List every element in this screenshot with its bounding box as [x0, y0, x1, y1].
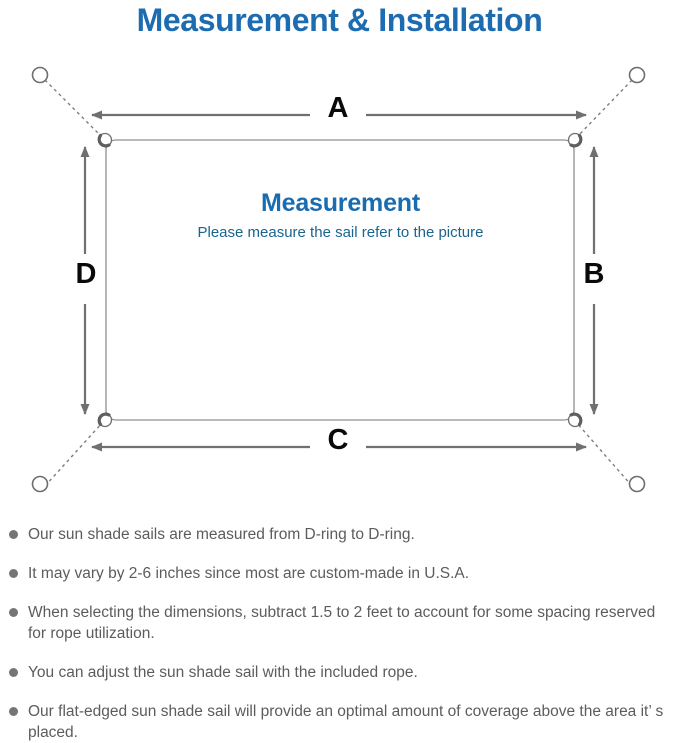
- dimension-label-b: B: [583, 258, 605, 290]
- note-item: Our sun shade sails are measured from D-…: [0, 524, 679, 545]
- bullet-icon: [9, 608, 18, 617]
- dimension-arrows: [80, 110, 599, 452]
- bullet-icon: [9, 668, 18, 677]
- page-title: Measurement & Installation: [136, 2, 543, 38]
- anchor-point-bottom-right: [628, 475, 646, 493]
- d-ring-top-left: [97, 132, 113, 148]
- rope-line-bottom-left: [44, 421, 104, 487]
- anchor-points: [31, 66, 646, 493]
- bullet-icon: [9, 569, 18, 578]
- anchor-point-bottom-left: [31, 475, 49, 493]
- note-text: It may vary by 2-6 inches since most are…: [28, 565, 470, 582]
- shade-sail-diagram: A B C D Measurement Please measure the s…: [0, 48, 679, 518]
- d-ring-bottom-left: [97, 412, 113, 428]
- note-text: Our flat-edged sun shade sail will provi…: [28, 703, 664, 741]
- note-item: Our flat-edged sun shade sail will provi…: [0, 701, 679, 743]
- note-text: You can adjust the sun shade sail with t…: [28, 664, 418, 681]
- d-ring-bottom-right: [567, 412, 583, 428]
- bullet-icon: [9, 530, 18, 539]
- note-item: You can adjust the sun shade sail with t…: [0, 662, 679, 683]
- diagram-svg: [31, 66, 646, 493]
- note-item: It may vary by 2-6 inches since most are…: [0, 563, 679, 584]
- dimension-label-d: D: [75, 258, 97, 290]
- rope-line-bottom-right: [575, 421, 633, 487]
- sail-heading: Measurement: [261, 189, 420, 217]
- anchor-point-top-left: [31, 66, 49, 84]
- note-text: Our sun shade sails are measured from D-…: [28, 526, 415, 543]
- rope-line-top-right: [575, 79, 633, 139]
- note-text: When selecting the dimensions, subtract …: [28, 604, 656, 642]
- sail-body: [105, 139, 575, 421]
- sail-interior-text: Measurement Please measure the sail refe…: [107, 188, 574, 244]
- dimension-label-a: A: [327, 92, 349, 124]
- rope-line-top-left: [44, 79, 104, 139]
- note-item: When selecting the dimensions, subtract …: [0, 602, 679, 644]
- d-ring-top-right: [567, 132, 583, 148]
- dimension-label-c: C: [327, 424, 349, 456]
- d-rings: [97, 132, 583, 428]
- notes-list: Our sun shade sails are measured from D-…: [0, 524, 679, 743]
- sail-subtitle: Please measure the sail refer to the pic…: [197, 224, 484, 241]
- rope-lines: [44, 79, 633, 487]
- anchor-point-top-right: [628, 66, 646, 84]
- bullet-icon: [9, 707, 18, 716]
